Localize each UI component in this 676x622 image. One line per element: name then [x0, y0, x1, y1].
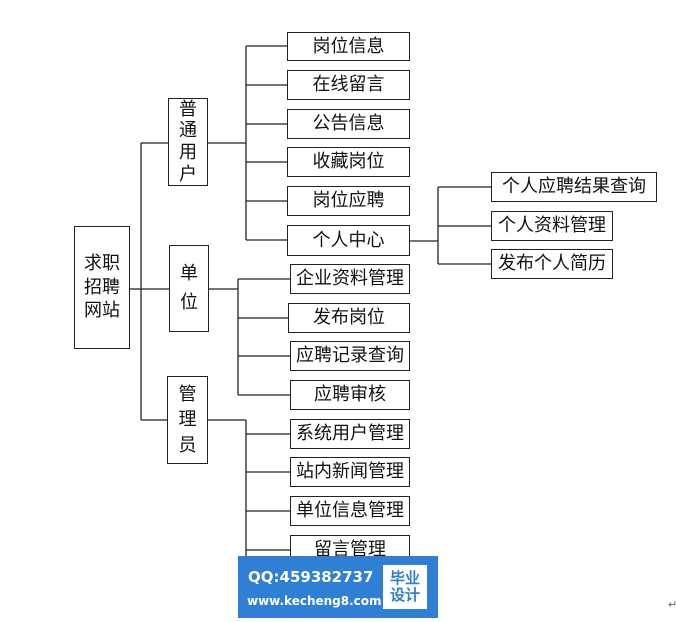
- watermark-badge-line: 毕业: [389, 568, 420, 587]
- node-label: 个人应聘结果查询: [502, 176, 646, 197]
- node-label: 岗位信息: [312, 35, 385, 57]
- node-site-news-mgmt: 站内新闻管理: [290, 457, 410, 487]
- node-label: 站内新闻管理: [296, 461, 404, 482]
- node-personal-center: 个人中心: [287, 225, 410, 256]
- node-label: 发布个人简历: [498, 253, 606, 274]
- node-label: 个人中心: [312, 229, 385, 251]
- node-company-profile: 企业资料管理: [290, 264, 410, 294]
- node-label: 应聘审核: [314, 384, 386, 405]
- node-apply-review: 应聘审核: [290, 380, 410, 410]
- node-job-info: 岗位信息: [287, 32, 410, 61]
- node-admin: 管 理 员: [167, 376, 208, 464]
- node-label: 岗位应聘: [312, 190, 385, 211]
- node-apply-records: 应聘记录查询: [290, 341, 410, 371]
- watermark-url: www.kecheng8.com: [247, 594, 382, 608]
- node-char: 管: [178, 384, 197, 406]
- node-label: 公告信息: [312, 113, 385, 134]
- node-char: 理: [178, 409, 197, 431]
- node-label: 收藏岗位: [312, 151, 385, 172]
- node-system-user-mgmt: 系统用户管理: [290, 419, 410, 449]
- root-label-line: 网站: [84, 300, 120, 322]
- node-label: 留言管理: [314, 539, 386, 560]
- node-publish-job: 发布岗位: [288, 303, 410, 333]
- node-label: 单位信息管理: [296, 500, 404, 521]
- node-char: 位: [180, 291, 198, 313]
- node-char: 员: [178, 434, 197, 456]
- node-label: 在线留言: [312, 74, 385, 95]
- node-char: 用: [179, 142, 197, 163]
- node-char: 通: [179, 120, 197, 142]
- node-char: 单: [180, 262, 198, 284]
- node-apply-result-query: 个人应聘结果查询: [491, 172, 657, 202]
- node-regular-user: 普 通 用 户: [168, 98, 208, 186]
- root-label-line: 求职: [84, 253, 120, 275]
- node-label: 发布岗位: [313, 307, 385, 328]
- node-label: 个人资料管理: [498, 215, 606, 236]
- node-personal-profile: 个人资料管理: [491, 211, 613, 241]
- watermark-badge-line: 设计: [389, 586, 420, 604]
- root-node-job-site: 求职 招聘 网站: [74, 226, 130, 349]
- node-online-message: 在线留言: [287, 70, 410, 100]
- node-char: 户: [179, 163, 197, 185]
- node-job-apply: 岗位应聘: [287, 186, 410, 216]
- paragraph-mark-icon: ↵: [668, 598, 676, 611]
- node-announcement: 公告信息: [287, 109, 410, 139]
- node-label: 企业资料管理: [296, 268, 404, 289]
- node-label: 应聘记录查询: [296, 345, 404, 366]
- node-label: 系统用户管理: [296, 423, 404, 444]
- watermark-badge: 毕业 设计: [383, 565, 427, 609]
- watermark-banner: QQ:459382737 www.kecheng8.com 毕业 设计: [238, 556, 438, 618]
- root-label-line: 招聘: [84, 276, 120, 298]
- node-publish-resume: 发布个人简历: [491, 249, 613, 279]
- node-char: 普: [179, 98, 197, 120]
- node-favorite-jobs: 收藏岗位: [287, 147, 410, 177]
- watermark-qq: QQ:459382737: [248, 568, 374, 586]
- node-unit-info-mgmt: 单位信息管理: [290, 496, 410, 526]
- node-unit: 单 位: [169, 245, 209, 332]
